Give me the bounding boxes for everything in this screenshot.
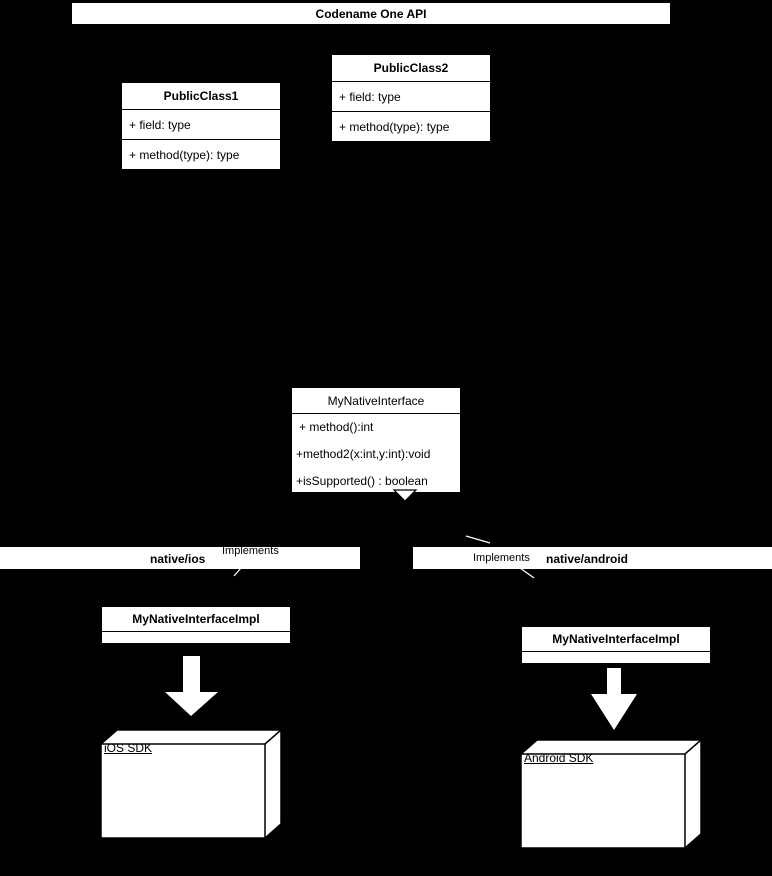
class-box-publicclass1: PublicClass1 + field: type + method(type… [121,82,281,170]
dependency-arrow-ios [165,656,218,716]
impl-class-box-android: MyNativeInterfaceImpl [521,626,711,664]
dependency-arrow-android [591,668,637,730]
codename-one-api-label: Codename One API [315,6,427,21]
class-box-publicclass2: PublicClass2 + field: type + method(type… [331,54,491,142]
impl-class-empty-compartment-android [522,651,710,664]
class-method-publicclass1: + method(type): type [122,139,280,170]
node-label-ios-sdk: iOS SDK [104,741,153,755]
class-field-publicclass1: + field: type [122,109,280,139]
node-label-android-sdk: Android SDK [524,751,594,765]
interface-method-3: +isSupported() : boolean [296,473,428,488]
impl-class-title-android: MyNativeInterfaceImpl [552,632,680,646]
impl-class-box-ios: MyNativeInterfaceImpl [101,606,291,644]
codename-one-api-banner: Codename One API [71,2,671,25]
class-field-publicclass2: + field: type [332,81,490,111]
implements-label-ios: Implements [222,545,279,557]
native-android-label: native/android [546,552,629,566]
class-method-publicclass2: + method(type): type [332,111,490,142]
node-ios-sdk-shape [101,729,282,839]
interface-method-2: +method2(x:int,y:int):void [296,446,431,461]
node-android-sdk-shape [521,739,702,849]
impl-class-title-ios: MyNativeInterfaceImpl [132,612,260,626]
native-ios-label: native/ios [150,552,206,566]
node-android-sdk [521,734,706,859]
impl-class-empty-compartment-ios [102,631,290,644]
implements-label-android: Implements [473,552,530,564]
interface-method-1: + method():int [292,413,460,440]
interface-box-mynativeinterface: MyNativeInterface + method():int +method… [291,387,461,493]
implements-connector-android-upper [465,535,491,544]
native-android-banner [412,546,772,570]
interface-title-mynativeinterface: MyNativeInterface [327,393,425,408]
native-ios-banner [0,546,361,570]
class-title-publicclass2: PublicClass2 [373,61,449,75]
node-ios-sdk [101,724,286,849]
class-title-publicclass1: PublicClass1 [163,89,239,103]
